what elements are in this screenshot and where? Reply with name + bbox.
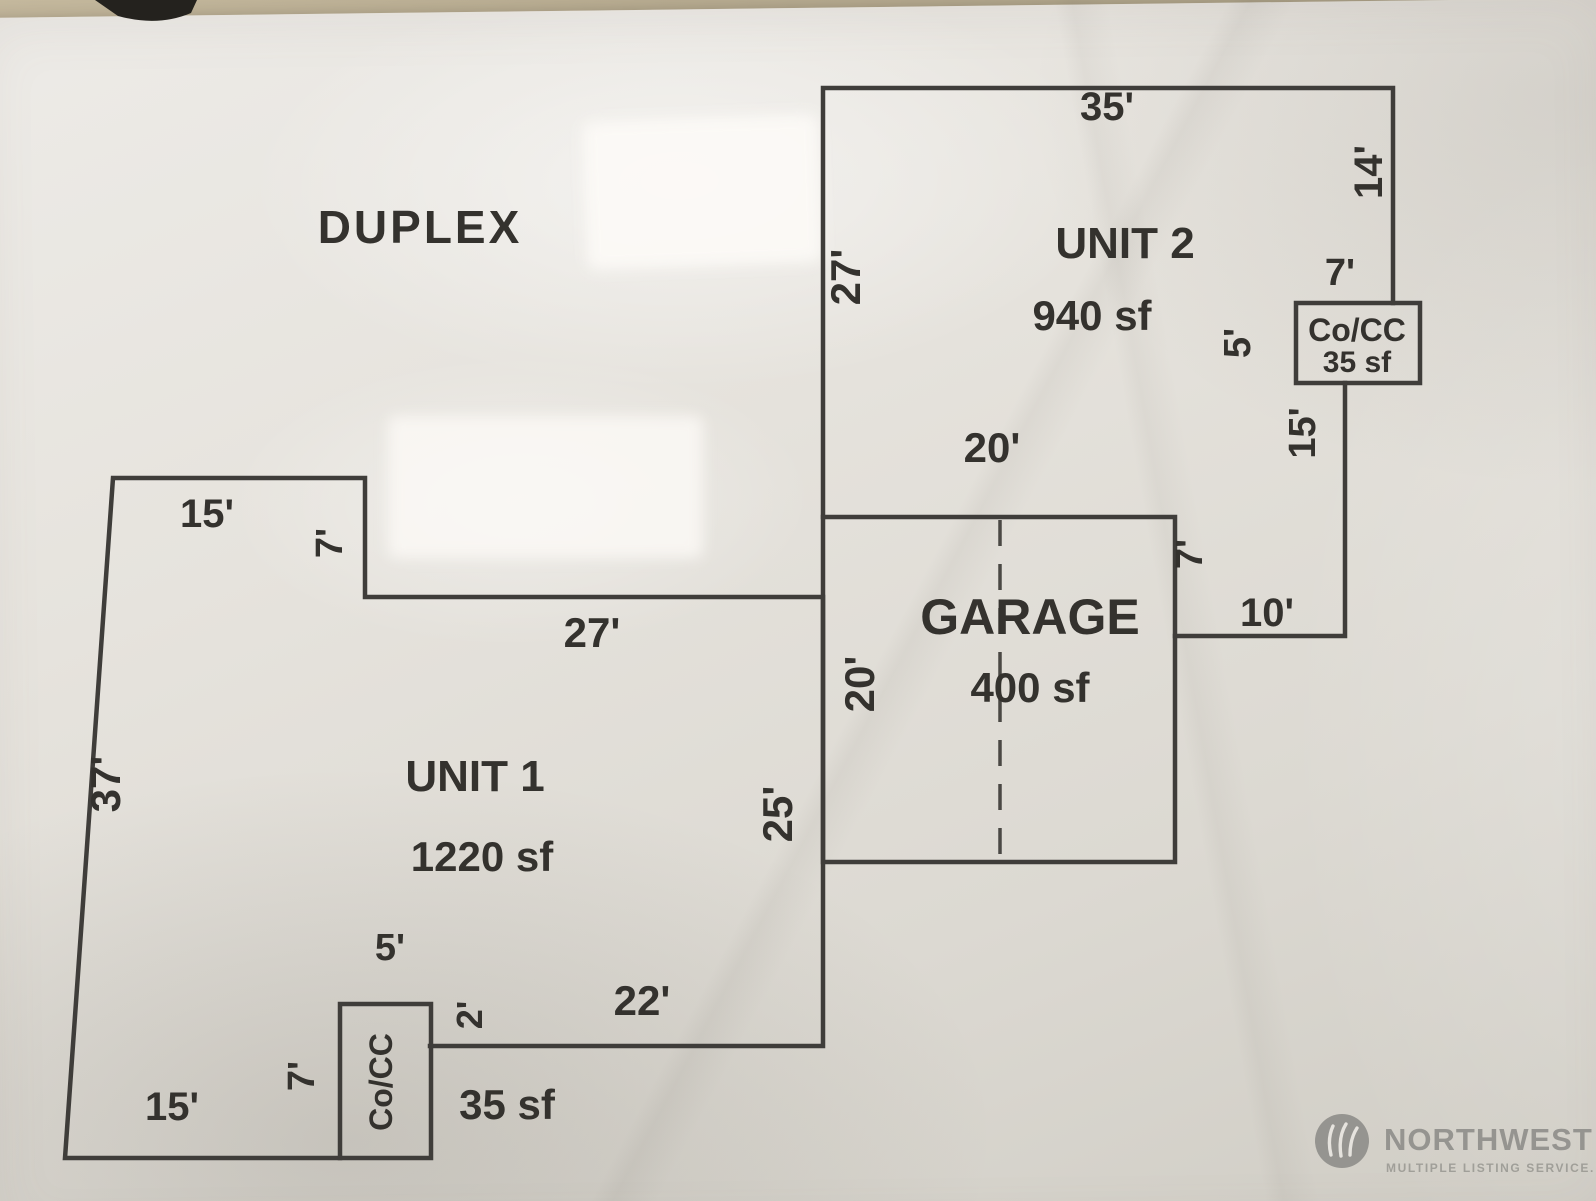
nwmls-watermark: NORTHWEST MULTIPLE LISTING SERVICE.	[1315, 1114, 1595, 1175]
unit1-area: 1220 sf	[411, 833, 554, 880]
unit2-cocc-dim-width: 7'	[1325, 252, 1355, 294]
unit2-dim-right-lower: 15'	[1282, 407, 1324, 458]
unit2-cocc-box	[1293, 300, 1423, 386]
unit2-dim-top: 35'	[1080, 85, 1134, 129]
unit2-right-lower-wall	[1172, 380, 1348, 639]
unit2-dim-bottom: 20'	[964, 424, 1021, 471]
unit2-dim-left: 27'	[822, 249, 869, 306]
plan-title: DUPLEX	[318, 201, 523, 253]
garage-dim-right-upper: 7'	[1169, 539, 1211, 569]
unit1-dim-left: 37'	[82, 756, 129, 813]
watermark-tagline: MULTIPLE LISTING SERVICE.	[1386, 1161, 1595, 1175]
unit2-dim-right-upper: 14'	[1347, 145, 1391, 199]
unit1-dim-step: 7'	[309, 528, 351, 558]
garage-name: GARAGE	[920, 589, 1139, 645]
garage-dim-left: 20'	[836, 656, 883, 713]
unit1-outline	[62, 475, 826, 1161]
unit1-cocc-box	[337, 1001, 434, 1161]
watermark-brand: NORTHWEST	[1384, 1122, 1593, 1157]
binder-clip-shadow	[95, 0, 197, 21]
unit1-cocc-area: 35 sf	[459, 1081, 556, 1128]
grass-icon-blades	[1327, 1122, 1359, 1158]
unit1-cocc-name: Co/CC	[363, 1033, 399, 1131]
unit1-cocc-dim-height: 7'	[281, 1061, 323, 1091]
unit2-cocc-dim-height: 5'	[1217, 328, 1259, 358]
unit1-dim-upper-edge: 27'	[564, 609, 621, 656]
unit2-area: 940 sf	[1032, 292, 1152, 339]
unit2-cocc-area: 35 sf	[1323, 346, 1392, 379]
garage-dim-right-lower: 10'	[1240, 591, 1294, 635]
unit1-dim-right: 25'	[754, 786, 801, 843]
unit1-name: UNIT 1	[405, 752, 544, 801]
unit1-dim-notch-side: 2'	[449, 1001, 490, 1030]
unit2-cocc-name: Co/CC	[1308, 312, 1406, 348]
unit1-dim-bottom-right: 22'	[614, 977, 671, 1024]
unit2-name: UNIT 2	[1055, 219, 1194, 268]
garage-area: 400 sf	[970, 664, 1090, 711]
unit1-dim-top: 15'	[180, 492, 234, 536]
unit2-outline	[820, 85, 1396, 520]
unit1-dim-bottom-left: 15'	[145, 1085, 199, 1129]
unit1-dim-notch-top: 5'	[375, 927, 405, 969]
torn-tape-patch-middle	[388, 416, 703, 558]
